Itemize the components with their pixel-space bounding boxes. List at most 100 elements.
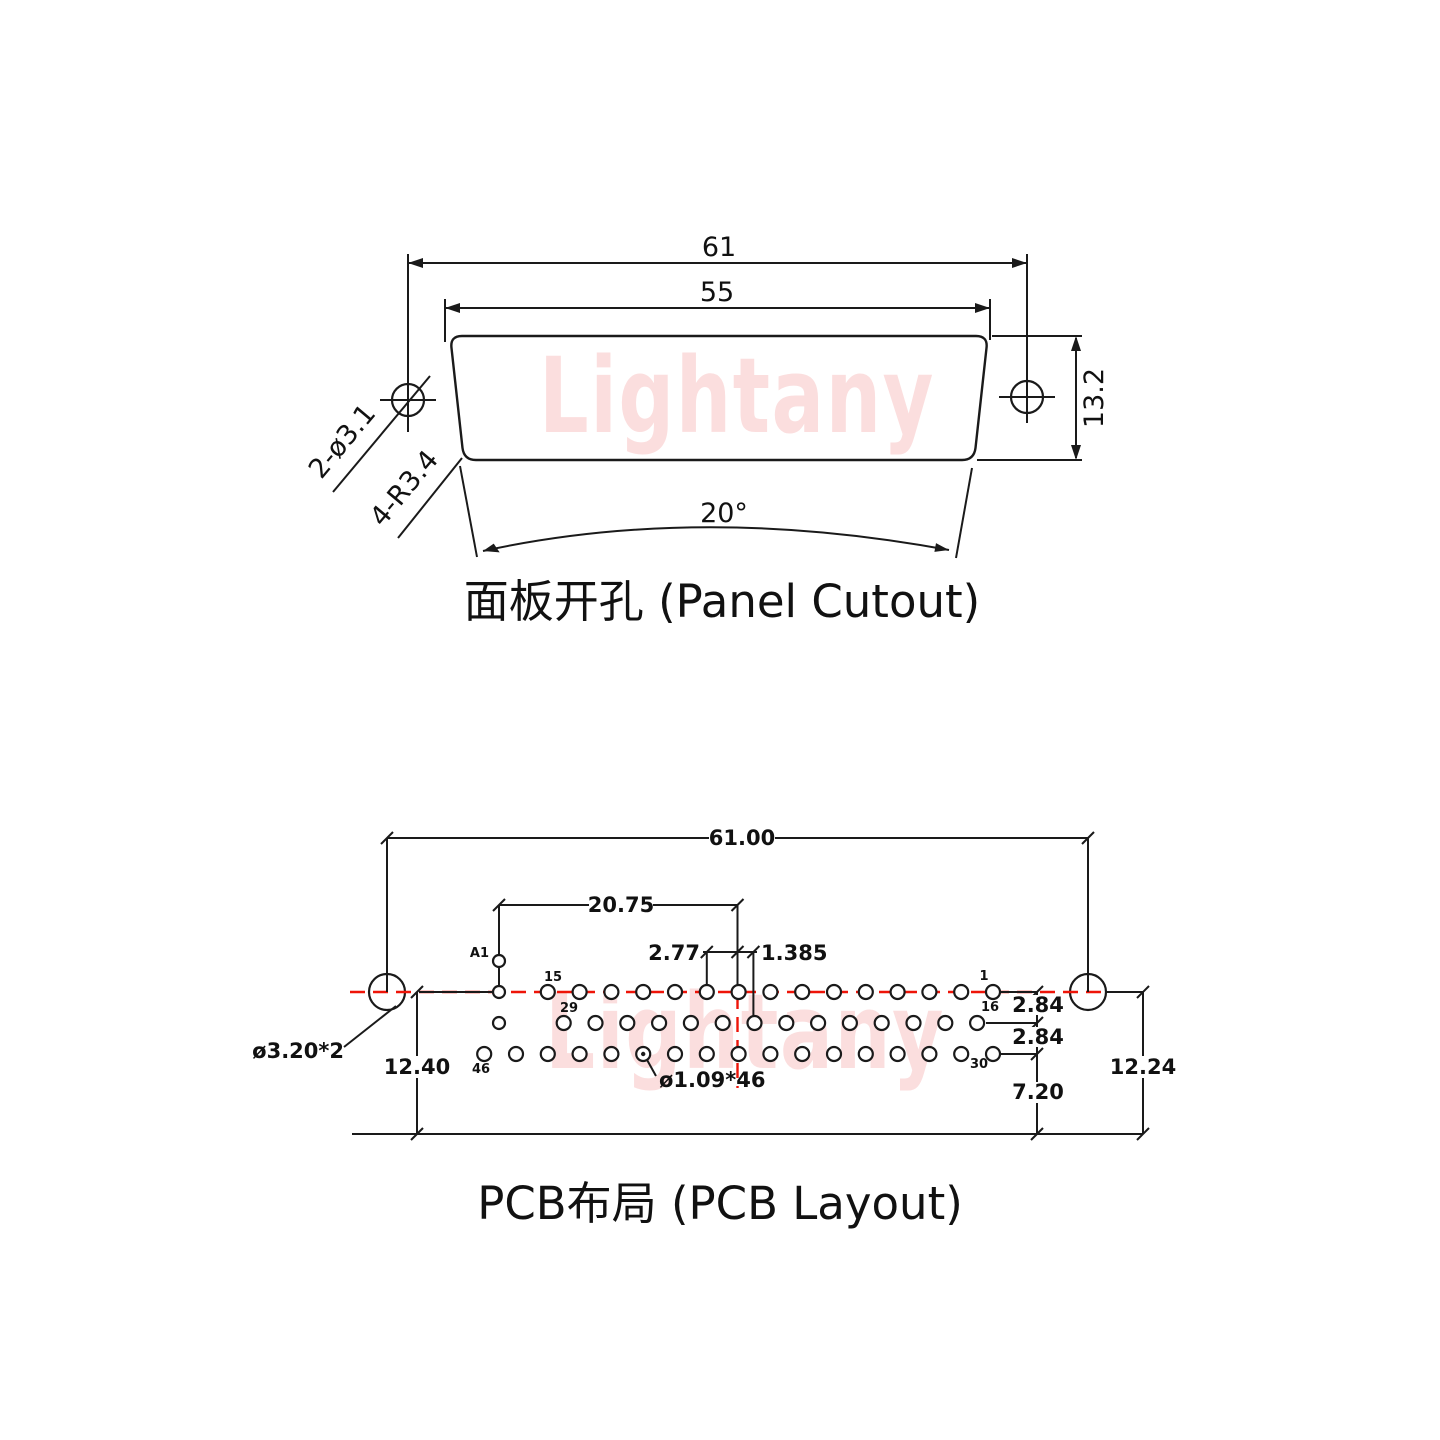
text-bg — [1115, 1056, 1172, 1078]
dim-tick — [410, 985, 424, 999]
pin-hole-45 — [507, 1045, 525, 1063]
pin-hole-36 — [794, 1045, 811, 1063]
dim-right-height: 12.24 — [1110, 1055, 1176, 1079]
pin-hole-29 — [555, 1014, 572, 1032]
dim-tick — [730, 898, 745, 912]
dim-row-gap-top: 2.84 — [1012, 993, 1064, 1017]
angle-ext-left — [459, 465, 478, 558]
pin-hole-40 — [666, 1045, 684, 1063]
pin-hole-35 — [825, 1045, 843, 1063]
a1-contact-hole — [491, 984, 507, 1000]
pin-label-a1: A1 — [470, 946, 489, 961]
pin-hole-18 — [905, 1014, 922, 1032]
pin-holes — [476, 953, 1002, 1063]
text-bg — [1011, 1027, 1064, 1047]
pin-hole-8 — [762, 983, 779, 1001]
dim-angle: 20° — [700, 498, 748, 529]
arrowhead — [445, 303, 460, 313]
dim-tick — [1030, 1127, 1044, 1141]
pcb-layout-drawing: 2.77 1.385 61.00 20.75 2.84 2.84 7.20 12… — [252, 826, 1176, 1230]
a1-contact-hole — [491, 953, 507, 969]
leader-mount-spec — [343, 1005, 397, 1048]
pin-hole-1 — [984, 983, 1002, 1001]
dim-height: 13.2 — [1079, 368, 1110, 428]
dim-row-gap-bottom: 2.84 — [1012, 1025, 1064, 1049]
panel-cutout-title: 面板开孔 (Panel Cutout) — [464, 575, 980, 628]
pin-hole-10 — [698, 983, 715, 1001]
pin-hole-2 — [953, 983, 970, 1001]
pin-hole-43 — [571, 1045, 588, 1063]
dim-tick — [1136, 985, 1150, 999]
pin-hole-7 — [794, 983, 811, 1001]
dim-outer-width: 61 — [702, 232, 736, 263]
pin-hole-23 — [746, 1014, 763, 1032]
pin-hole-14 — [571, 983, 588, 1001]
arrowhead — [483, 543, 500, 553]
pin-hole-42 — [603, 1045, 620, 1063]
pin-label-46: 46 — [472, 1062, 490, 1077]
angle-ext-right — [955, 467, 973, 559]
dim-left-height: 12.40 — [384, 1055, 450, 1079]
text-bg — [709, 827, 775, 849]
text-bg — [1011, 995, 1064, 1015]
pin-hole-31 — [953, 1045, 970, 1063]
dim-tick — [1136, 1127, 1150, 1141]
dim-tick — [746, 945, 761, 959]
leader-mount-holes — [332, 375, 431, 493]
pin-hole-27 — [619, 1014, 636, 1032]
pin-hole-32 — [921, 1045, 938, 1063]
dim-tick — [730, 945, 745, 959]
pin-hole-44 — [539, 1045, 556, 1063]
pin-hole-15 — [539, 983, 556, 1001]
label-pin-holes: ø1.09*46 — [659, 1068, 765, 1092]
pin-hole-16 — [968, 1014, 986, 1032]
dim-pin-pitch: 2.77 — [648, 941, 700, 965]
pin-hole-5 — [857, 983, 874, 1001]
watermark-top: Lightany — [539, 335, 935, 457]
pin-hole-20 — [841, 1014, 859, 1032]
arrowhead — [934, 543, 949, 552]
pin-label-15: 15 — [544, 970, 562, 985]
arrowhead — [975, 303, 990, 313]
text-bg — [1011, 1082, 1064, 1103]
angle-arc — [482, 526, 950, 552]
dim-row3-to-edge: 7.20 — [1012, 1080, 1064, 1104]
pin-hole-26 — [650, 1014, 668, 1032]
arrowhead — [408, 258, 423, 268]
pin-hole-6 — [825, 983, 843, 1001]
text-bg — [589, 894, 653, 916]
pin-hole-4 — [889, 983, 906, 1001]
pin-hole-34 — [857, 1045, 874, 1063]
pin-hole-38 — [730, 1045, 747, 1063]
pcb-layout-title: PCB布局 (PCB Layout) — [477, 1177, 963, 1230]
text-bg — [390, 1056, 445, 1078]
label-mount-holes: 2-ø3.1 — [303, 398, 382, 484]
pin-hole-center-dot — [641, 1051, 646, 1057]
a1-contact-hole — [491, 1015, 507, 1031]
dim-total-width: 61.00 — [709, 826, 775, 850]
dim-tick — [1081, 831, 1095, 845]
pin-hole-12 — [635, 983, 652, 1001]
pin-label-29: 29 — [560, 1001, 578, 1016]
cutout-outline — [450, 334, 988, 462]
pin-hole-3 — [921, 983, 938, 1001]
dim-tick — [380, 831, 394, 845]
dim-half-pitch: 1.385 — [761, 941, 827, 965]
pin-hole-21 — [809, 1014, 827, 1032]
pin-hole-46 — [476, 1045, 493, 1063]
pin-hole-33 — [889, 1045, 906, 1063]
pin-hole-17 — [937, 1014, 954, 1032]
pin-label-1: 1 — [979, 969, 988, 984]
label-corner-radius: 4-R3.4 — [364, 445, 445, 533]
pin-hole-39 — [698, 1045, 715, 1063]
label-mount-hole: ø3.20*2 — [252, 1039, 344, 1063]
dim-tick — [1030, 1047, 1044, 1061]
leader-corner-radius — [397, 457, 463, 539]
pin-hole-24 — [714, 1014, 731, 1032]
pin-hole-22 — [778, 1014, 795, 1032]
dim-tick — [492, 898, 506, 912]
dimension-ticks — [380, 831, 1150, 1141]
pin-hole-28 — [587, 1014, 604, 1032]
